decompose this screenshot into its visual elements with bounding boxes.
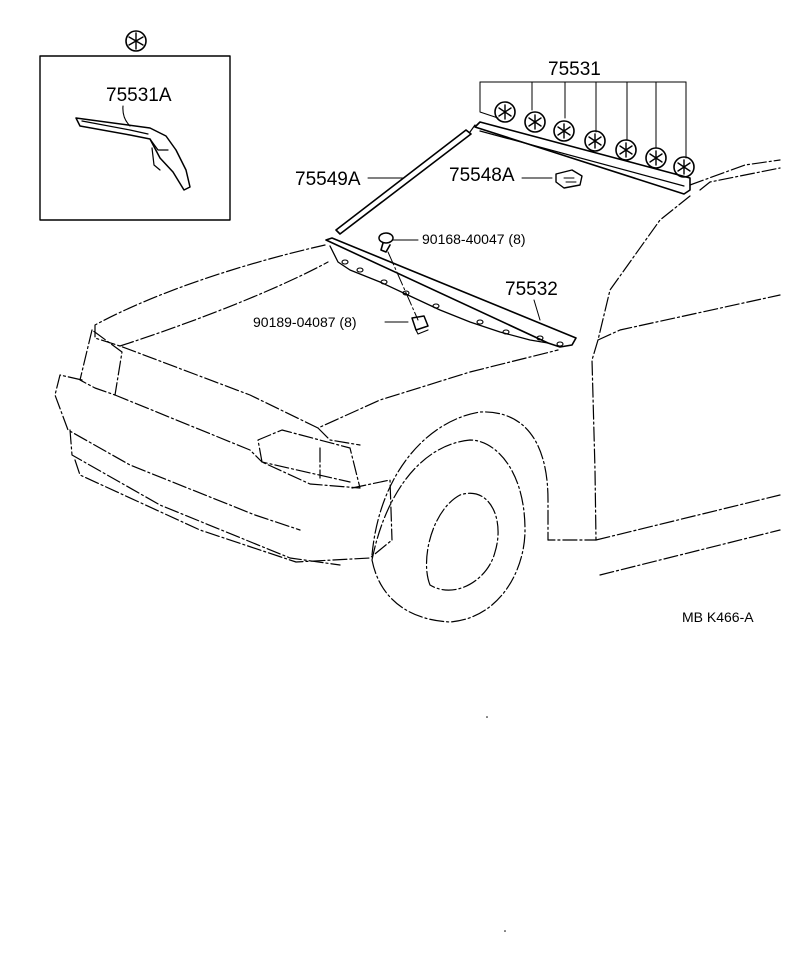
- part-75532: [325, 237, 577, 348]
- part-75549A: [335, 129, 472, 235]
- clip-asterisk-icon: [584, 130, 606, 152]
- callout-90189-04087: 90189-04087 (8): [253, 314, 357, 330]
- part-nut-90189: [411, 315, 429, 335]
- clip-symbols-75531: [494, 101, 695, 178]
- part-75548A: [555, 169, 583, 189]
- callout-75548A: 75548A: [449, 165, 515, 186]
- part-75531A: [75, 117, 191, 191]
- inset-asterisk-symbol: [125, 30, 147, 52]
- clip-asterisk-icon: [524, 111, 546, 133]
- inset-box: [39, 55, 231, 221]
- part-75531: [474, 121, 691, 195]
- car-body-outline: [54, 124, 781, 623]
- callout-90168-40047: 90168-40047 (8): [422, 231, 526, 247]
- leader-75531: [479, 81, 687, 159]
- callout-75549A: 75549A: [295, 169, 361, 190]
- leader-75531A: [122, 105, 131, 127]
- callout-75531: 75531: [548, 59, 601, 80]
- part-screw-90168: [378, 232, 394, 253]
- callout-75531A: 75531A: [106, 85, 172, 106]
- clip-asterisk-icon: [553, 120, 575, 142]
- leader-75532: [533, 299, 541, 321]
- panel-holes: [341, 259, 564, 347]
- callout-75532: 75532: [505, 279, 558, 300]
- footer-code: MB K466-A: [682, 609, 754, 625]
- stray-dots: [486, 716, 506, 932]
- clip-asterisk-icon: [494, 101, 516, 123]
- clip-asterisk-icon: [645, 147, 667, 169]
- clip-asterisk-icon: [615, 139, 637, 161]
